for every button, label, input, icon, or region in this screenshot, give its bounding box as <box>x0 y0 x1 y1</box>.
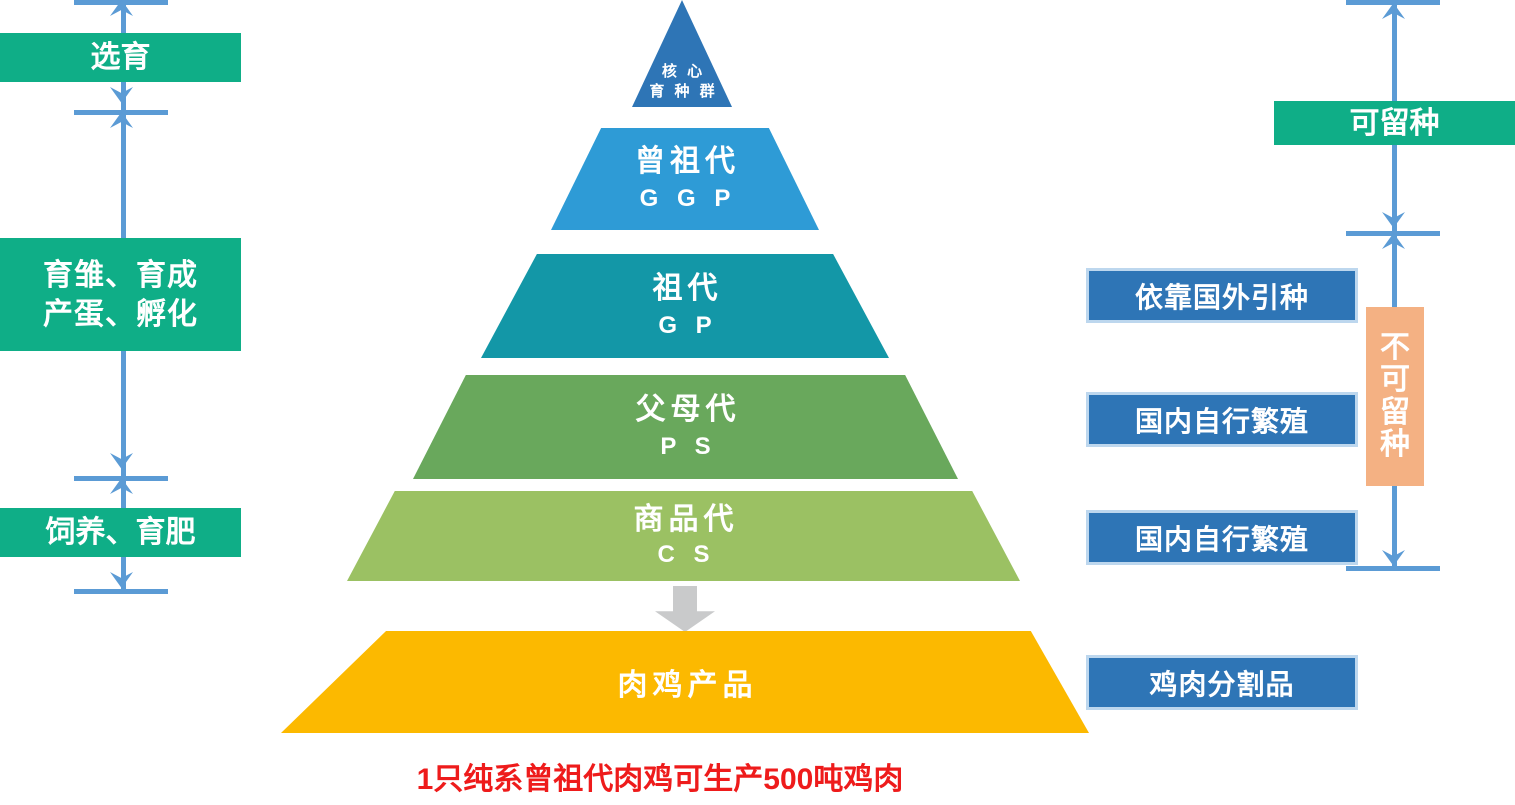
left-stage-label-fattening: 饲养、育肥 <box>0 508 241 557</box>
pyramid-level-ggp: 曾祖代 G G P <box>551 128 819 230</box>
right-tick-bottom <box>1346 566 1440 571</box>
pyramid-level-cs-cn: 商品代 <box>633 503 739 536</box>
bottom-caption: 1只纯系曾祖代肉鸡可生产500吨鸡肉 <box>0 754 1320 798</box>
left-stage-label-selection: 选育 <box>0 33 241 82</box>
right-box-import-breeding-stock: 依靠国外引种 <box>1086 268 1358 323</box>
right-tick-mid <box>1346 231 1440 236</box>
right-label-retainable-text: 可留种 <box>1349 106 1440 140</box>
pyramid-level-ggp-cn: 曾祖代 <box>635 145 740 178</box>
right-box-domestic-breeding-ps: 国内自行繁殖 <box>1086 392 1358 447</box>
right-box-domestic-breeding-ps-text: 国内自行繁殖 <box>1134 405 1309 437</box>
right-label-retainable: 可留种 <box>1274 101 1515 145</box>
right-box-domestic-breeding-cs-text: 国内自行繁殖 <box>1134 523 1309 555</box>
non-retainable-char-2: 可 <box>1380 363 1410 397</box>
left-stage-label-fattening-text: 饲养、育肥 <box>45 516 196 549</box>
left-stage-label-rearing-line1: 育雏、育成 <box>43 258 198 292</box>
left-tick-bottom <box>74 589 168 594</box>
pyramid-apex-line1: 核 心 <box>661 63 706 80</box>
pyramid-level-ps-en: P S <box>660 433 717 460</box>
right-box-chicken-cuts: 鸡肉分割品 <box>1086 655 1358 710</box>
pyramid-level-ggp-en: G G P <box>639 185 737 212</box>
bottom-caption-text: 1只纯系曾祖代肉鸡可生产500吨鸡肉 <box>416 763 904 796</box>
pyramid-level-ps-cn: 父母代 <box>635 393 741 426</box>
right-tick-top <box>1346 0 1440 5</box>
non-retainable-char-4: 种 <box>1380 427 1410 461</box>
non-retainable-char-3: 留 <box>1380 395 1410 429</box>
down-arrow-icon <box>655 586 715 632</box>
pyramid-apex-core-breeding: 核 心 育 种 群 <box>632 0 732 107</box>
pyramid-product-broiler: 肉鸡产品 <box>281 631 1089 733</box>
right-box-domestic-breeding-cs: 国内自行繁殖 <box>1086 510 1358 565</box>
pyramid-level-cs-en: C S <box>657 541 716 568</box>
left-stage-label-rearing: 育雏、育成 产蛋、孵化 <box>0 238 241 351</box>
pyramid-level-cs: 商品代 C S <box>347 491 1020 581</box>
pyramid-level-gp-en: G P <box>658 312 718 339</box>
pyramid-level-gp-cn: 祖代 <box>652 272 723 305</box>
left-tick-mid-1 <box>74 110 168 115</box>
right-label-non-retainable: 不 可 留 种 <box>1366 307 1424 486</box>
pyramid-level-ps: 父母代 P S <box>413 375 958 479</box>
pyramid-product-label: 肉鸡产品 <box>617 669 758 702</box>
right-connector-line <box>1392 0 1397 570</box>
non-retainable-char-1: 不 <box>1380 330 1410 364</box>
left-tick-mid-2 <box>74 476 168 481</box>
pyramid-apex-line2: 育 种 群 <box>649 83 718 100</box>
right-box-import-breeding-stock-text: 依靠国外引种 <box>1134 281 1309 313</box>
pyramid-level-gp: 祖代 G P <box>481 254 889 358</box>
right-box-chicken-cuts-text: 鸡肉分割品 <box>1149 668 1295 700</box>
left-stage-label-rearing-line2: 产蛋、孵化 <box>43 297 198 331</box>
left-stage-label-selection-text: 选育 <box>90 41 151 74</box>
